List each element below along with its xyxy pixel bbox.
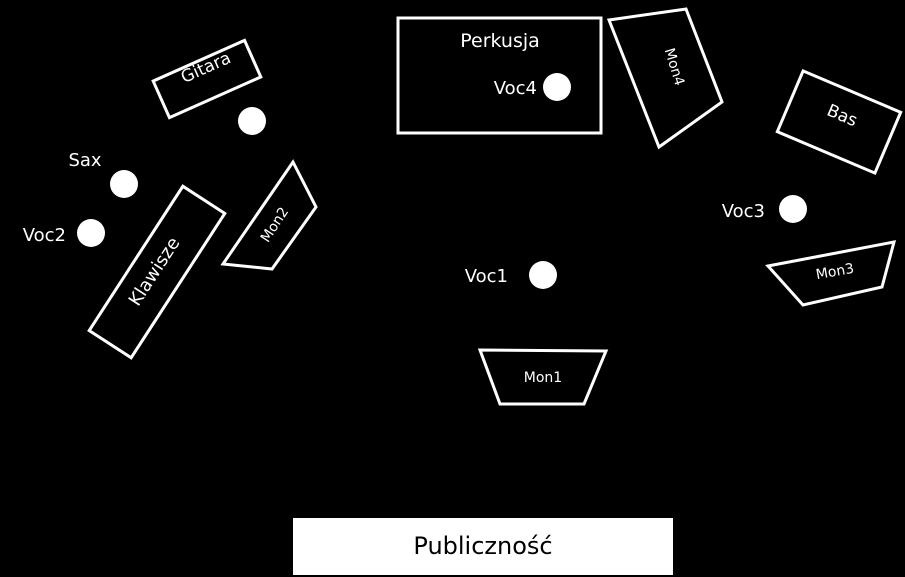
mon2-label: Mon2 bbox=[258, 205, 292, 246]
guitar-mic-marker bbox=[238, 107, 266, 135]
voc4-label: Voc4 bbox=[494, 78, 537, 99]
voc3-label: Voc3 bbox=[722, 201, 765, 222]
voc4-mic-marker bbox=[543, 73, 571, 101]
bass-amp: Bas bbox=[775, 68, 903, 176]
voc2-mic-marker bbox=[77, 219, 105, 247]
mon2-outline bbox=[220, 159, 318, 271]
keyboard: Klawisze bbox=[87, 184, 227, 360]
drums-label: Perkusja bbox=[460, 30, 540, 52]
voc2-label: Voc2 bbox=[23, 225, 66, 246]
bass-label: Bas bbox=[824, 101, 860, 132]
audience-label: Publiczność bbox=[413, 532, 552, 560]
voc3-mic-marker bbox=[779, 195, 807, 223]
drums-riser-outline bbox=[396, 16, 603, 135]
guitar-amp: Gitara bbox=[151, 38, 263, 120]
mon4-monitor: Mon4 bbox=[606, 7, 724, 150]
guitar-label: Gitara bbox=[178, 48, 234, 88]
voc2-mic: Voc2 bbox=[23, 219, 105, 247]
keyboard-outline bbox=[87, 184, 227, 360]
mon3-label: Mon3 bbox=[815, 261, 856, 283]
mon2-monitor: Mon2 bbox=[220, 159, 318, 271]
mon3-monitor: Mon3 bbox=[765, 240, 897, 307]
mon1-label: Mon1 bbox=[524, 370, 562, 386]
sax-mic-marker bbox=[110, 170, 138, 198]
audience-box bbox=[293, 518, 673, 575]
voc4-mic: Voc4 bbox=[494, 73, 571, 101]
keyboard-label: Klawisze bbox=[125, 234, 185, 310]
mon4-outline bbox=[606, 7, 724, 150]
voc1-label: Voc1 bbox=[465, 266, 508, 287]
mon3-outline bbox=[765, 240, 897, 307]
mon1-outline bbox=[477, 348, 609, 406]
audience: Publiczność bbox=[293, 518, 673, 575]
mon1-monitor: Mon1 bbox=[477, 348, 609, 406]
drums-riser: Perkusja bbox=[396, 16, 603, 135]
bass-amp-outline bbox=[775, 68, 903, 176]
voc1-mic: Voc1 bbox=[465, 261, 557, 289]
guitar-amp-outline bbox=[151, 38, 263, 120]
sax-mic: Sax bbox=[68, 150, 138, 198]
sax-label: Sax bbox=[68, 150, 101, 171]
mon4-label: Mon4 bbox=[661, 46, 688, 88]
voc3-mic: Voc3 bbox=[722, 195, 807, 223]
voc1-mic-marker bbox=[529, 261, 557, 289]
